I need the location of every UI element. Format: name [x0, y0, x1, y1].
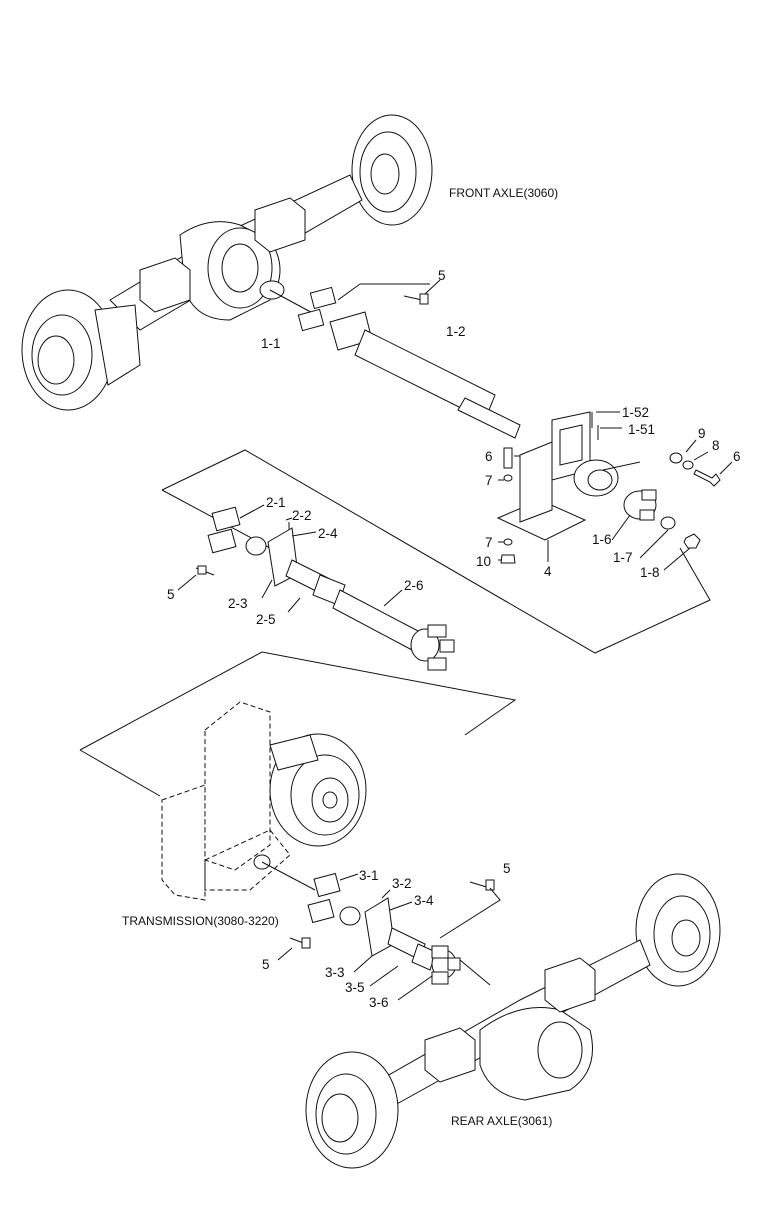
- label-part-1-51: 1-51: [628, 422, 655, 437]
- label-part-2-6: 2-6: [404, 578, 424, 593]
- rear-propeller-shaft: [261, 861, 501, 1001]
- label-part-2-4: 2-4: [318, 526, 338, 541]
- label-part-1-1: 1-1: [261, 336, 281, 351]
- label-part-5: 5: [438, 268, 446, 283]
- part-labels: FRONT AXLE(3060) REAR AXLE(3061) TRANSMI…: [122, 186, 741, 1128]
- front-propeller-shaft: [269, 279, 521, 439]
- label-part-2-5: 2-5: [256, 612, 276, 627]
- label-part-9: 9: [698, 426, 706, 441]
- label-part-3-2: 3-2: [392, 876, 412, 891]
- label-part-6: 6: [733, 449, 741, 464]
- label-part-10: 10: [476, 554, 491, 569]
- label-part-7: 7: [485, 535, 493, 550]
- label-transmission: TRANSMISSION(3080-3220): [122, 914, 279, 928]
- label-part-5: 5: [262, 957, 270, 972]
- rear-axle-assembly: [305, 873, 721, 1169]
- label-part-4: 4: [544, 564, 552, 579]
- label-part-6: 6: [485, 449, 493, 464]
- label-part-1-6: 1-6: [592, 532, 612, 547]
- label-part-7: 7: [485, 473, 493, 488]
- label-part-2-2: 2-2: [292, 508, 312, 523]
- transmission-assembly: [161, 701, 367, 901]
- label-part-8: 8: [712, 438, 720, 453]
- label-part-2-1: 2-1: [266, 495, 286, 510]
- center-bearing-bracket: [496, 411, 733, 571]
- label-part-3-3: 3-3: [325, 965, 345, 980]
- label-part-1-2: 1-2: [446, 324, 466, 339]
- label-part-1-52: 1-52: [622, 405, 649, 420]
- label-front-axle: FRONT AXLE(3060): [449, 186, 558, 200]
- label-part-1-8: 1-8: [640, 565, 660, 580]
- label-part-5: 5: [503, 861, 511, 876]
- front-axle-assembly: [21, 114, 433, 411]
- label-part-1-7: 1-7: [613, 550, 633, 565]
- label-part-3-1: 3-1: [359, 868, 379, 883]
- label-part-3-4: 3-4: [414, 893, 434, 908]
- middle-propeller-shaft: [177, 504, 455, 671]
- label-part-2-3: 2-3: [228, 596, 248, 611]
- label-part-3-6: 3-6: [369, 995, 389, 1010]
- label-part-5: 5: [167, 587, 175, 602]
- assembly-bracket-lines: [161, 449, 711, 654]
- label-part-3-5: 3-5: [345, 980, 365, 995]
- label-rear-axle: REAR AXLE(3061): [451, 1114, 552, 1128]
